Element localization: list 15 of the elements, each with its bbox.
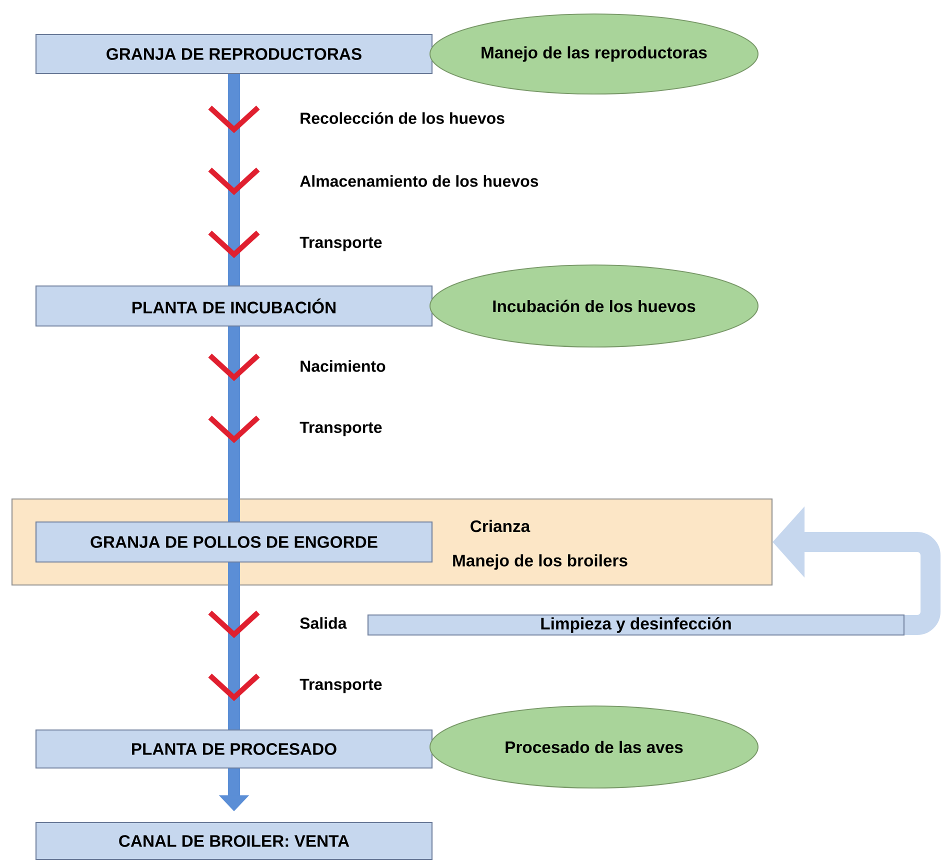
process-box: GRANJA DE REPRODUCTORAS: [35, 34, 433, 74]
step-label: Recolección de los huevos: [300, 112, 504, 124]
panel-label: Manejo de los broilers: [453, 554, 628, 570]
step-label: Nacimiento: [300, 360, 386, 372]
process-box: GRANJA DE POLLOS DE ENGORDE: [35, 521, 433, 563]
step-label: Transporte: [300, 236, 382, 252]
step-label: Almacenamiento de los huevos: [300, 175, 538, 187]
step-label: Transporte: [300, 422, 382, 436]
process-box: PLANTA DE PROCESADO: [35, 729, 433, 769]
panel-label: Crianza: [470, 520, 530, 532]
step-label: Transporte: [300, 678, 382, 694]
step-label: Salida: [300, 617, 347, 629]
process-box: PLANTA DE INCUBACIÓN: [35, 285, 433, 327]
process-bar: Limpieza y desinfección: [367, 614, 905, 636]
process-box: CANAL DE BROILER: VENTA: [35, 822, 433, 860]
